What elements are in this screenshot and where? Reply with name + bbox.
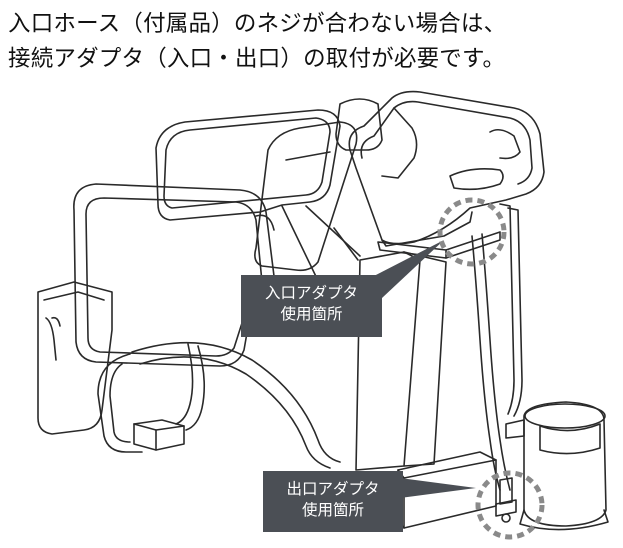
- heading-line-1: 入口ホース（付属品）のネジが合わない場合は、: [8, 11, 507, 37]
- outlet-callout-line-2: 使用箇所: [301, 501, 364, 519]
- shampoo-bowl: [348, 90, 545, 259]
- drain-hose: [471, 203, 523, 491]
- base-rail: [97, 341, 341, 469]
- seat-cushion: [155, 109, 341, 221]
- inlet-highlight-circle: [437, 197, 507, 267]
- neck-cushion: [254, 98, 383, 272]
- central-column: [281, 205, 447, 471]
- outlet-adapter-callout: 出口アダプタ 使用箇所: [263, 471, 403, 532]
- inlet-adapter-callout: 入口アダプタ 使用箇所: [241, 275, 382, 337]
- foot-pedal: [133, 419, 185, 451]
- leg-rest-box: [37, 281, 113, 435]
- outlet-pointer: [400, 478, 476, 498]
- inlet-pointer: [370, 240, 444, 298]
- heading-line-2: 接続アダプタ（入口・出口）の取付が必要です。: [8, 46, 506, 72]
- outlet-callout-line-1: 出口アダプタ: [286, 480, 380, 498]
- inlet-callout-line-1: 入口アダプタ: [264, 284, 358, 302]
- outlet-fittings: [495, 477, 517, 523]
- inlet-callout-line-2: 使用箇所: [280, 305, 343, 323]
- water-canister: [505, 401, 609, 531]
- outlet-highlight-circle: [475, 470, 545, 540]
